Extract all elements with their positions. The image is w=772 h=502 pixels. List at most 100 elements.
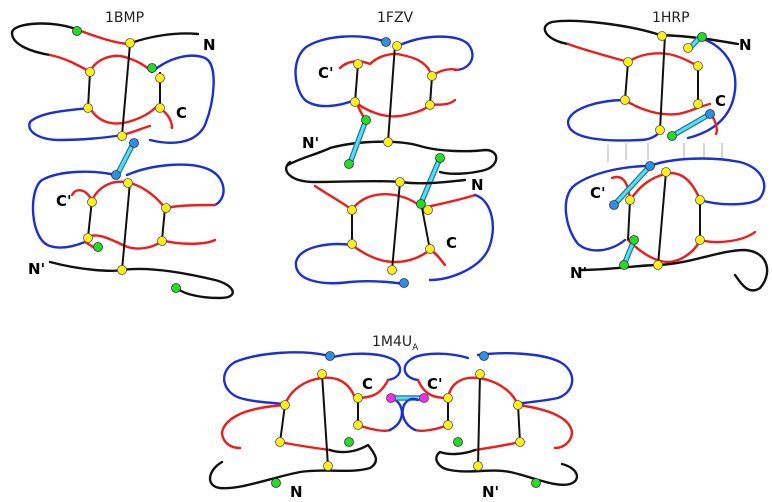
terminus-label: C' <box>56 192 72 210</box>
atom-yellow <box>83 103 93 113</box>
loop <box>648 157 766 206</box>
terminus-label: C <box>176 104 187 122</box>
atom-green <box>697 32 707 42</box>
terminus-label: C <box>362 375 373 393</box>
loop <box>403 352 470 382</box>
terminus-label: N' <box>302 134 319 152</box>
atom-blue <box>111 170 121 180</box>
chain-terminus <box>285 160 402 184</box>
beta-strand <box>88 54 154 74</box>
atom-blue <box>129 138 139 148</box>
atom-yellow <box>155 103 165 113</box>
atom-yellow <box>425 244 435 254</box>
atom-green <box>271 478 281 488</box>
beta-strand <box>626 230 757 264</box>
loop <box>294 35 388 108</box>
beta-strand <box>313 184 477 212</box>
atom-yellow <box>620 95 630 105</box>
loop <box>148 54 215 144</box>
atom-yellow <box>473 461 483 471</box>
chain-terminus <box>578 248 769 292</box>
beta-strand <box>353 98 457 118</box>
panel-1hrp: 1HRP <box>543 10 769 292</box>
loop <box>28 106 124 142</box>
atom-green <box>93 242 103 252</box>
strand-link <box>627 199 631 241</box>
loop <box>294 242 407 286</box>
beta-strand <box>76 28 130 46</box>
panel-1m4u: 1M4UA <box>208 334 579 501</box>
atom-yellow <box>155 73 165 83</box>
atom-yellow <box>353 59 363 69</box>
atom-yellow <box>695 235 705 245</box>
atom-yellow <box>425 100 435 110</box>
knot-bond <box>391 181 401 271</box>
atom-green <box>147 63 157 73</box>
loop <box>398 35 474 72</box>
atom-yellow <box>347 239 357 249</box>
atom-yellow <box>693 61 703 71</box>
atom-green <box>435 153 445 163</box>
loop <box>564 164 652 252</box>
panel-title-main: 1M4U <box>372 334 412 350</box>
atom-magenta <box>419 393 429 403</box>
knot-bond <box>659 34 666 131</box>
atom-green <box>629 235 639 245</box>
atom-yellow <box>161 203 171 213</box>
terminus-label: N' <box>570 264 587 282</box>
atom-yellow <box>625 195 635 205</box>
chain-terminus <box>48 260 234 300</box>
loop <box>686 36 737 140</box>
atom-yellow <box>275 437 285 447</box>
atom-yellow <box>443 420 453 430</box>
atom-yellow <box>423 205 433 215</box>
atom-green <box>416 199 426 209</box>
chain-terminus <box>208 443 378 490</box>
atom-yellow <box>117 131 127 141</box>
atom-yellow <box>353 393 363 403</box>
atom-yellow <box>117 265 127 275</box>
terminus-label: N <box>471 176 484 194</box>
atom-blue <box>645 161 655 171</box>
knot-bond <box>121 43 131 136</box>
atom-yellow <box>657 31 667 41</box>
atom-yellow <box>353 420 363 430</box>
chain-terminus <box>435 448 579 486</box>
atom-yellow <box>317 369 327 379</box>
atom-yellow <box>513 400 523 410</box>
atom-yellow <box>123 178 133 188</box>
atom-yellow <box>85 67 95 77</box>
atom-yellow <box>661 167 671 177</box>
atom-green <box>531 478 541 488</box>
atom-yellow <box>387 265 397 275</box>
strand-link <box>161 207 166 241</box>
beta-strand <box>88 103 160 125</box>
atom-blue <box>381 37 391 47</box>
terminus-label: N <box>739 36 752 54</box>
strand-link <box>87 71 91 109</box>
strand-link <box>517 404 521 443</box>
terminus-label: C' <box>318 64 334 82</box>
atom-yellow <box>125 38 135 48</box>
atom-green <box>344 159 354 169</box>
terminus-label: C <box>715 92 726 110</box>
knot-bond <box>387 44 396 143</box>
loop <box>328 352 402 382</box>
terminus-label: N' <box>28 260 45 278</box>
atom-green <box>171 283 181 293</box>
atom-green <box>72 26 82 36</box>
strand-link <box>279 404 286 443</box>
atom-yellow <box>655 125 665 135</box>
atom-blue <box>399 278 409 288</box>
atom-yellow <box>475 369 485 379</box>
atom-yellow <box>323 461 333 471</box>
terminus-label: C' <box>590 184 606 202</box>
atom-green <box>453 437 463 447</box>
disulfide-bridge <box>115 143 135 176</box>
loop <box>428 193 495 282</box>
terminus-label: N <box>203 36 216 54</box>
loop <box>223 351 327 407</box>
atom-yellow <box>515 437 525 447</box>
disulfide-bridge <box>671 112 711 138</box>
atom-yellow <box>157 236 167 246</box>
